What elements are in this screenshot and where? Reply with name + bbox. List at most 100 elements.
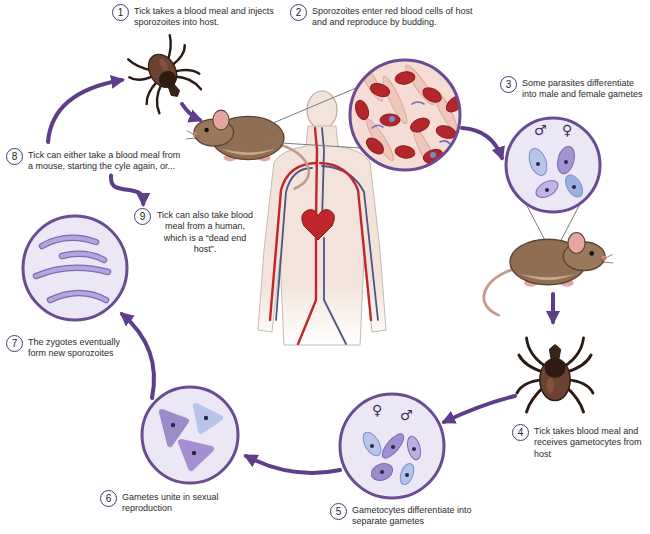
- zygote-magnifier: [204, 416, 208, 420]
- mouse-drawing: [484, 233, 614, 316]
- callout-number: 7: [6, 335, 23, 352]
- gamete-magnifier: [545, 188, 549, 192]
- zygote-magnifier: [162, 412, 186, 444]
- blood-magnifier: [389, 116, 395, 122]
- sporozoite-magnifier: [42, 238, 96, 246]
- gamete-magnifier: [359, 429, 384, 459]
- step-node: 6Gametes unite in sexual reproduction: [100, 490, 225, 515]
- gamete-magnifier: [369, 461, 395, 484]
- cycle-arrow: [246, 456, 340, 473]
- callout-number: 9: [134, 208, 151, 225]
- human-figure: [322, 128, 324, 222]
- human-figure: [324, 238, 346, 344]
- cycle-connector: [111, 176, 143, 205]
- step-text: Tick can either take a blood meal from a…: [28, 148, 181, 173]
- gamete-magnifier: [533, 177, 561, 201]
- human-figure: [270, 128, 371, 344]
- blood-magnifier: [408, 115, 431, 134]
- step-text: The zygotes eventually form new sporozoi…: [28, 335, 128, 360]
- zygote-magnifier: [171, 423, 175, 427]
- cycle-arrow: [48, 80, 553, 473]
- callout-number: 8: [6, 148, 23, 165]
- blood-magnifier: [412, 102, 424, 104]
- blood-magnifier: [394, 144, 416, 159]
- zygote-magnifier: [142, 387, 238, 483]
- step-node: 4 Tick takes blood meal and receives game…: [512, 424, 646, 460]
- step-text: Some parasites differentiate into male a…: [522, 76, 646, 101]
- gamete-magnifier: [536, 162, 540, 166]
- blood-magnifier: [380, 114, 400, 126]
- sporozoite-magnifier: [36, 238, 108, 300]
- blood-magnifier: [443, 93, 466, 115]
- step-node: 5 Gametocytes differentiate into separate…: [330, 503, 505, 528]
- cycle-arrow: [444, 396, 515, 422]
- step-node: 3Some parasites differentiate into male …: [500, 76, 646, 101]
- sporozoite-magnifier: [23, 216, 127, 320]
- step-text: Tick takes blood meal and receives gamet…: [534, 424, 646, 460]
- blood-magnifier: [266, 57, 467, 174]
- tick-drawing: [121, 31, 208, 117]
- gamete-magnifier: [564, 160, 568, 164]
- zygote-magnifier: [196, 406, 220, 431]
- human-figure: [298, 238, 316, 344]
- step-text: Tick can also take blood meal from a hum…: [156, 208, 254, 255]
- callout-number: 1: [112, 4, 129, 21]
- gamete-magnifier: [405, 435, 423, 461]
- zygote-magnifier: [162, 406, 220, 468]
- sporozoite-magnifier: [62, 254, 104, 260]
- human-figure: [307, 91, 337, 129]
- sporozoite-magnifier: [36, 238, 108, 300]
- human-figure: [270, 128, 378, 344]
- step-text: Gametes unite in sexual reproduction: [122, 490, 225, 515]
- step-text: Gametocytes differentiate into separate …: [352, 503, 505, 528]
- gamete-magnifier: [555, 144, 578, 175]
- mouse-drawing: [186, 110, 309, 188]
- sporozoite-magnifier: [62, 254, 104, 260]
- callout-number: 2: [290, 4, 307, 21]
- blood-magnifier: [266, 88, 356, 126]
- blood-magnifier: [430, 152, 436, 158]
- blood-magnifier: [369, 81, 392, 99]
- zygote-magnifier: [171, 416, 208, 455]
- tick-drawing: [121, 31, 208, 117]
- sporozoite-magnifier: [23, 216, 127, 320]
- sex-symbol: ♀: [372, 403, 382, 417]
- gamete-magnifier: [572, 185, 576, 189]
- blood-magnifier: [353, 99, 371, 122]
- callout-number: 5: [330, 503, 347, 520]
- blood-magnifier: [266, 142, 360, 148]
- blood-magnifier: [394, 70, 416, 85]
- gamete-magnifier: [506, 118, 600, 246]
- mouse-drawing: [484, 233, 614, 316]
- human-figure: [270, 163, 316, 320]
- human-figure: [276, 128, 378, 344]
- step-node: 2Sporozoites enter red blood cells of ho…: [290, 4, 485, 29]
- sporozoite-magnifier: [36, 238, 108, 300]
- step-node: 9 Tick can also take blood meal from a hu…: [134, 208, 254, 255]
- step-text: Tick takes a blood meal and injects spor…: [134, 4, 290, 29]
- sex-symbol: ♀: [562, 123, 572, 137]
- blood-magnifier: [440, 141, 450, 144]
- cycle-arrow: [48, 80, 122, 142]
- blood-magnifier: [350, 60, 460, 170]
- gamete-magnifier: [562, 172, 586, 200]
- blood-magnifier: [420, 85, 443, 105]
- human-figure: [315, 128, 317, 220]
- cycle-arrow: [462, 128, 502, 158]
- sporozoite-magnifier: [50, 293, 106, 300]
- gamete-magnifier: [536, 160, 576, 192]
- gamete-magnifier: [340, 394, 444, 498]
- callout-number: 4: [512, 424, 529, 441]
- step-node: 1 Tick takes a blood meal and injects spo…: [112, 4, 290, 29]
- zygote-magnifier: [142, 387, 238, 483]
- human-figure: [320, 163, 371, 320]
- gamete-magnifier: [506, 118, 600, 212]
- blood-magnifier: [372, 102, 450, 144]
- cycle-arrow: [551, 294, 555, 322]
- tick-drawing: [517, 338, 593, 412]
- gamete-magnifier: [379, 431, 407, 462]
- gamete-magnifier: [412, 447, 416, 451]
- step-node: 7 The zygotes eventually form new sporozo…: [6, 335, 128, 360]
- sporozoite-magnifier: [50, 293, 106, 300]
